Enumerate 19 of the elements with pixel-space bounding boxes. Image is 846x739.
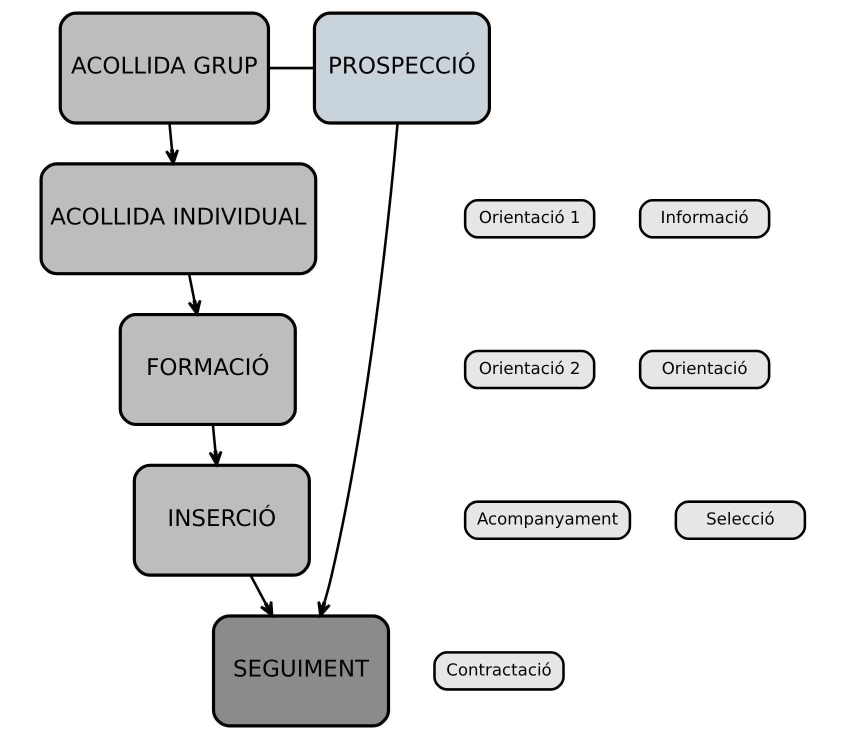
node-box: INSERCIÓ	[132, 464, 311, 577]
node-box: Orientació	[638, 350, 770, 390]
node-box: Selecció	[674, 500, 806, 540]
arrow	[188, 274, 202, 316]
node-box: PROSPECCIÓ	[312, 12, 492, 125]
node-box: Orientació 1	[464, 198, 596, 239]
node-box: ACOLLIDA INDIVIDUAL	[40, 162, 318, 276]
arrow	[317, 122, 399, 617]
node-box: ACOLLIDA GRUP	[58, 12, 270, 125]
connector	[268, 66, 314, 70]
node-box: Acompanyament	[464, 500, 632, 540]
arrow	[208, 424, 222, 466]
node-box: Contractació	[433, 651, 565, 691]
node-box: Informació	[638, 198, 770, 239]
node-box: SEGUIMENT	[212, 614, 390, 728]
arrow	[165, 123, 180, 165]
node-box: Orientació 2	[464, 350, 596, 390]
arrow	[250, 574, 274, 617]
node-box: FORMACIÓ	[118, 312, 297, 426]
